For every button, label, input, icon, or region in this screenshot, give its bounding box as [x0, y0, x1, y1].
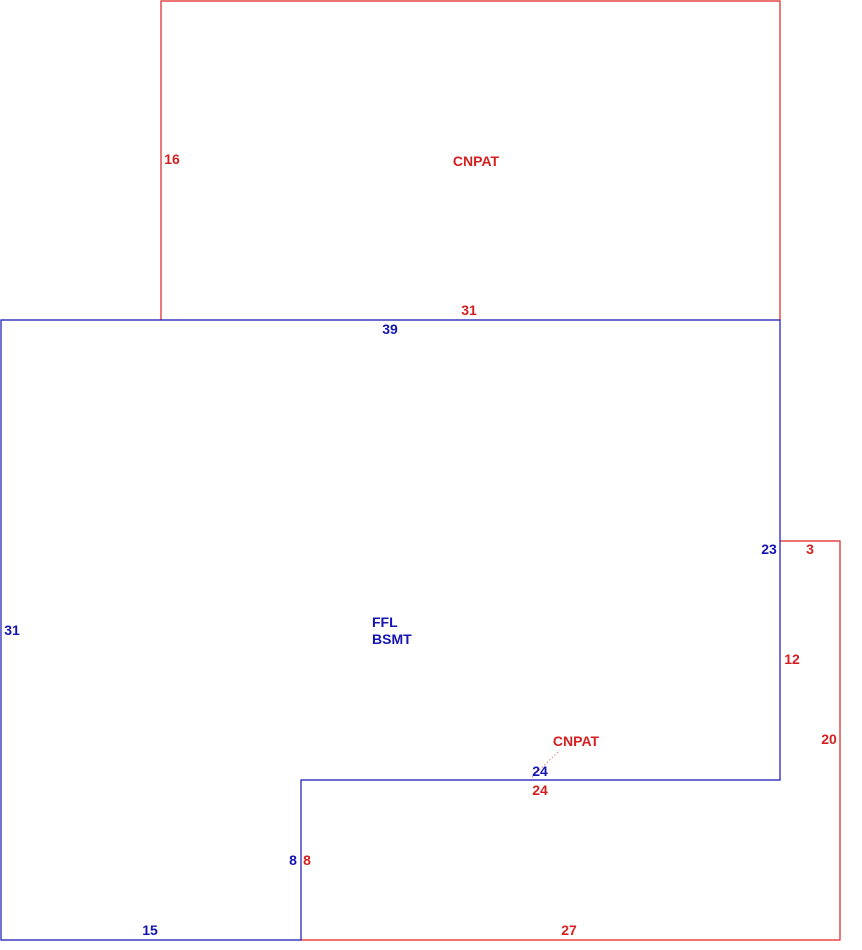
lower-patio-right-outer: 20 [821, 731, 837, 747]
basement-outline [0, 319, 781, 941]
basement-top: 39 [382, 321, 398, 337]
lower-patio-name: CNPAT [553, 733, 600, 749]
lower-patio-leader [530, 751, 559, 779]
basement-name-line2: BSMT [372, 631, 412, 647]
upper-patio-side-left: 16 [164, 151, 180, 167]
lower-patio-right-inner: 12 [784, 651, 800, 667]
basement-step-left: 8 [289, 852, 297, 868]
upper-patio-name: CNPAT [453, 153, 500, 169]
lower-patio-top-right: 3 [806, 541, 814, 557]
basement-right-upper: 23 [761, 541, 777, 557]
upper-patio-side-bottom: 31 [461, 302, 477, 318]
upper-patio-outline [160, 0, 781, 320]
lower-patio-outline [301, 540, 841, 941]
basement-bottom-left: 15 [142, 922, 158, 938]
lower-patio-left: 8 [303, 852, 311, 868]
basement-left: 31 [4, 622, 20, 638]
basement-name-line1: FFL [372, 614, 398, 630]
basement-bottom-step: 24 [532, 763, 548, 779]
lower-patio-bottom: 27 [561, 922, 577, 938]
lower-patio-top-step: 24 [532, 782, 548, 798]
